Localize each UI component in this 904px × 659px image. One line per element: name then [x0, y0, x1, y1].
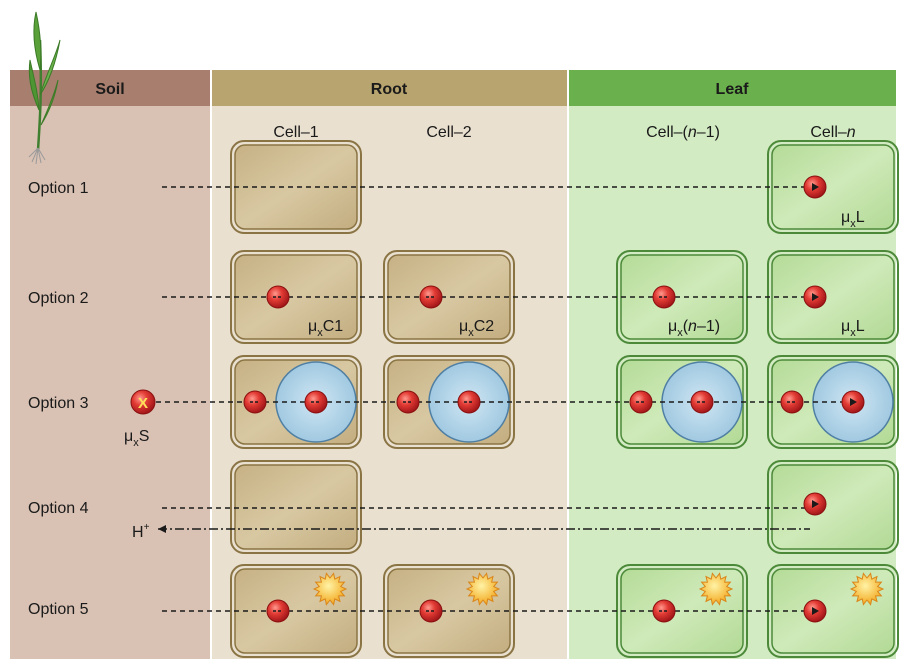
proton-label: H+ — [132, 522, 150, 541]
solute-icon — [266, 599, 290, 623]
cells-layer — [230, 140, 899, 658]
mu-cell-1: μxC1 — [308, 318, 343, 339]
leaf-header-bg — [569, 70, 896, 106]
solute-icon — [780, 390, 804, 414]
cell-option-4-col-4 — [767, 460, 899, 554]
solute-icon — [457, 390, 481, 414]
solute-icon — [266, 285, 290, 309]
sun-energy-icon — [698, 572, 734, 606]
sun-energy-icon — [465, 572, 501, 606]
option-2-label: Option 2 — [28, 290, 89, 307]
solute-icon — [304, 390, 328, 414]
cell-option-4-col-1 — [230, 460, 362, 554]
cell-option-5-col-3 — [616, 564, 748, 658]
leaf-header: Leaf — [716, 81, 750, 98]
solute-arrow-icon — [803, 492, 827, 516]
solute-arrow-icon — [803, 285, 827, 309]
solute-icon — [652, 599, 676, 623]
cell-2-header: Cell–2 — [426, 124, 471, 141]
cell-option-2-col-4 — [767, 250, 899, 344]
sun-energy-icon — [849, 572, 885, 606]
solute-x-marker: X — [130, 389, 156, 415]
cell-n-header: Cell–n — [810, 124, 855, 141]
option-1-label: Option 1 — [28, 180, 89, 197]
mu-leaf-option-1: μxL — [841, 209, 865, 230]
cell-option-1-col-1 — [230, 140, 362, 234]
sun-energy-icon — [312, 572, 348, 606]
solute-icon — [690, 390, 714, 414]
solute-icon — [629, 390, 653, 414]
cell-n-minus-1-header: Cell–(n–1) — [646, 124, 720, 141]
solute-icon — [419, 599, 443, 623]
cell-option-5-col-2 — [383, 564, 515, 658]
solute-arrow-icon — [841, 390, 865, 414]
symbols-layer — [243, 175, 885, 623]
soil-column-bg — [10, 70, 210, 659]
soil-header: Soil — [95, 81, 124, 98]
solute-icon — [419, 285, 443, 309]
option-5-label: Option 5 — [28, 601, 89, 618]
solute-icon — [243, 390, 267, 414]
cell-1-header: Cell–1 — [273, 124, 318, 141]
mu-leaf-option-2: μxL — [841, 318, 865, 339]
cell-option-2-col-2 — [383, 250, 515, 344]
option-3-label: Option 3 — [28, 395, 89, 412]
svg-text:X: X — [138, 395, 148, 412]
mu-soil: μxS — [124, 428, 149, 449]
wheat-seedling-icon — [28, 11, 61, 165]
solute-icon — [652, 285, 676, 309]
solute-icon — [396, 390, 420, 414]
arrowhead-icon — [158, 525, 166, 533]
root-header: Root — [371, 81, 408, 98]
root-header-bg — [212, 70, 567, 106]
mu-cell-2: μxC2 — [459, 318, 494, 339]
mu-cell-n-minus-1: μx(n–1) — [668, 318, 720, 339]
solute-arrow-icon — [803, 175, 827, 199]
transport-lines-layer — [156, 186, 855, 612]
solute-arrow-icon — [803, 599, 827, 623]
option-4-label: Option 4 — [28, 500, 89, 517]
cell-option-5-col-1 — [230, 564, 362, 658]
